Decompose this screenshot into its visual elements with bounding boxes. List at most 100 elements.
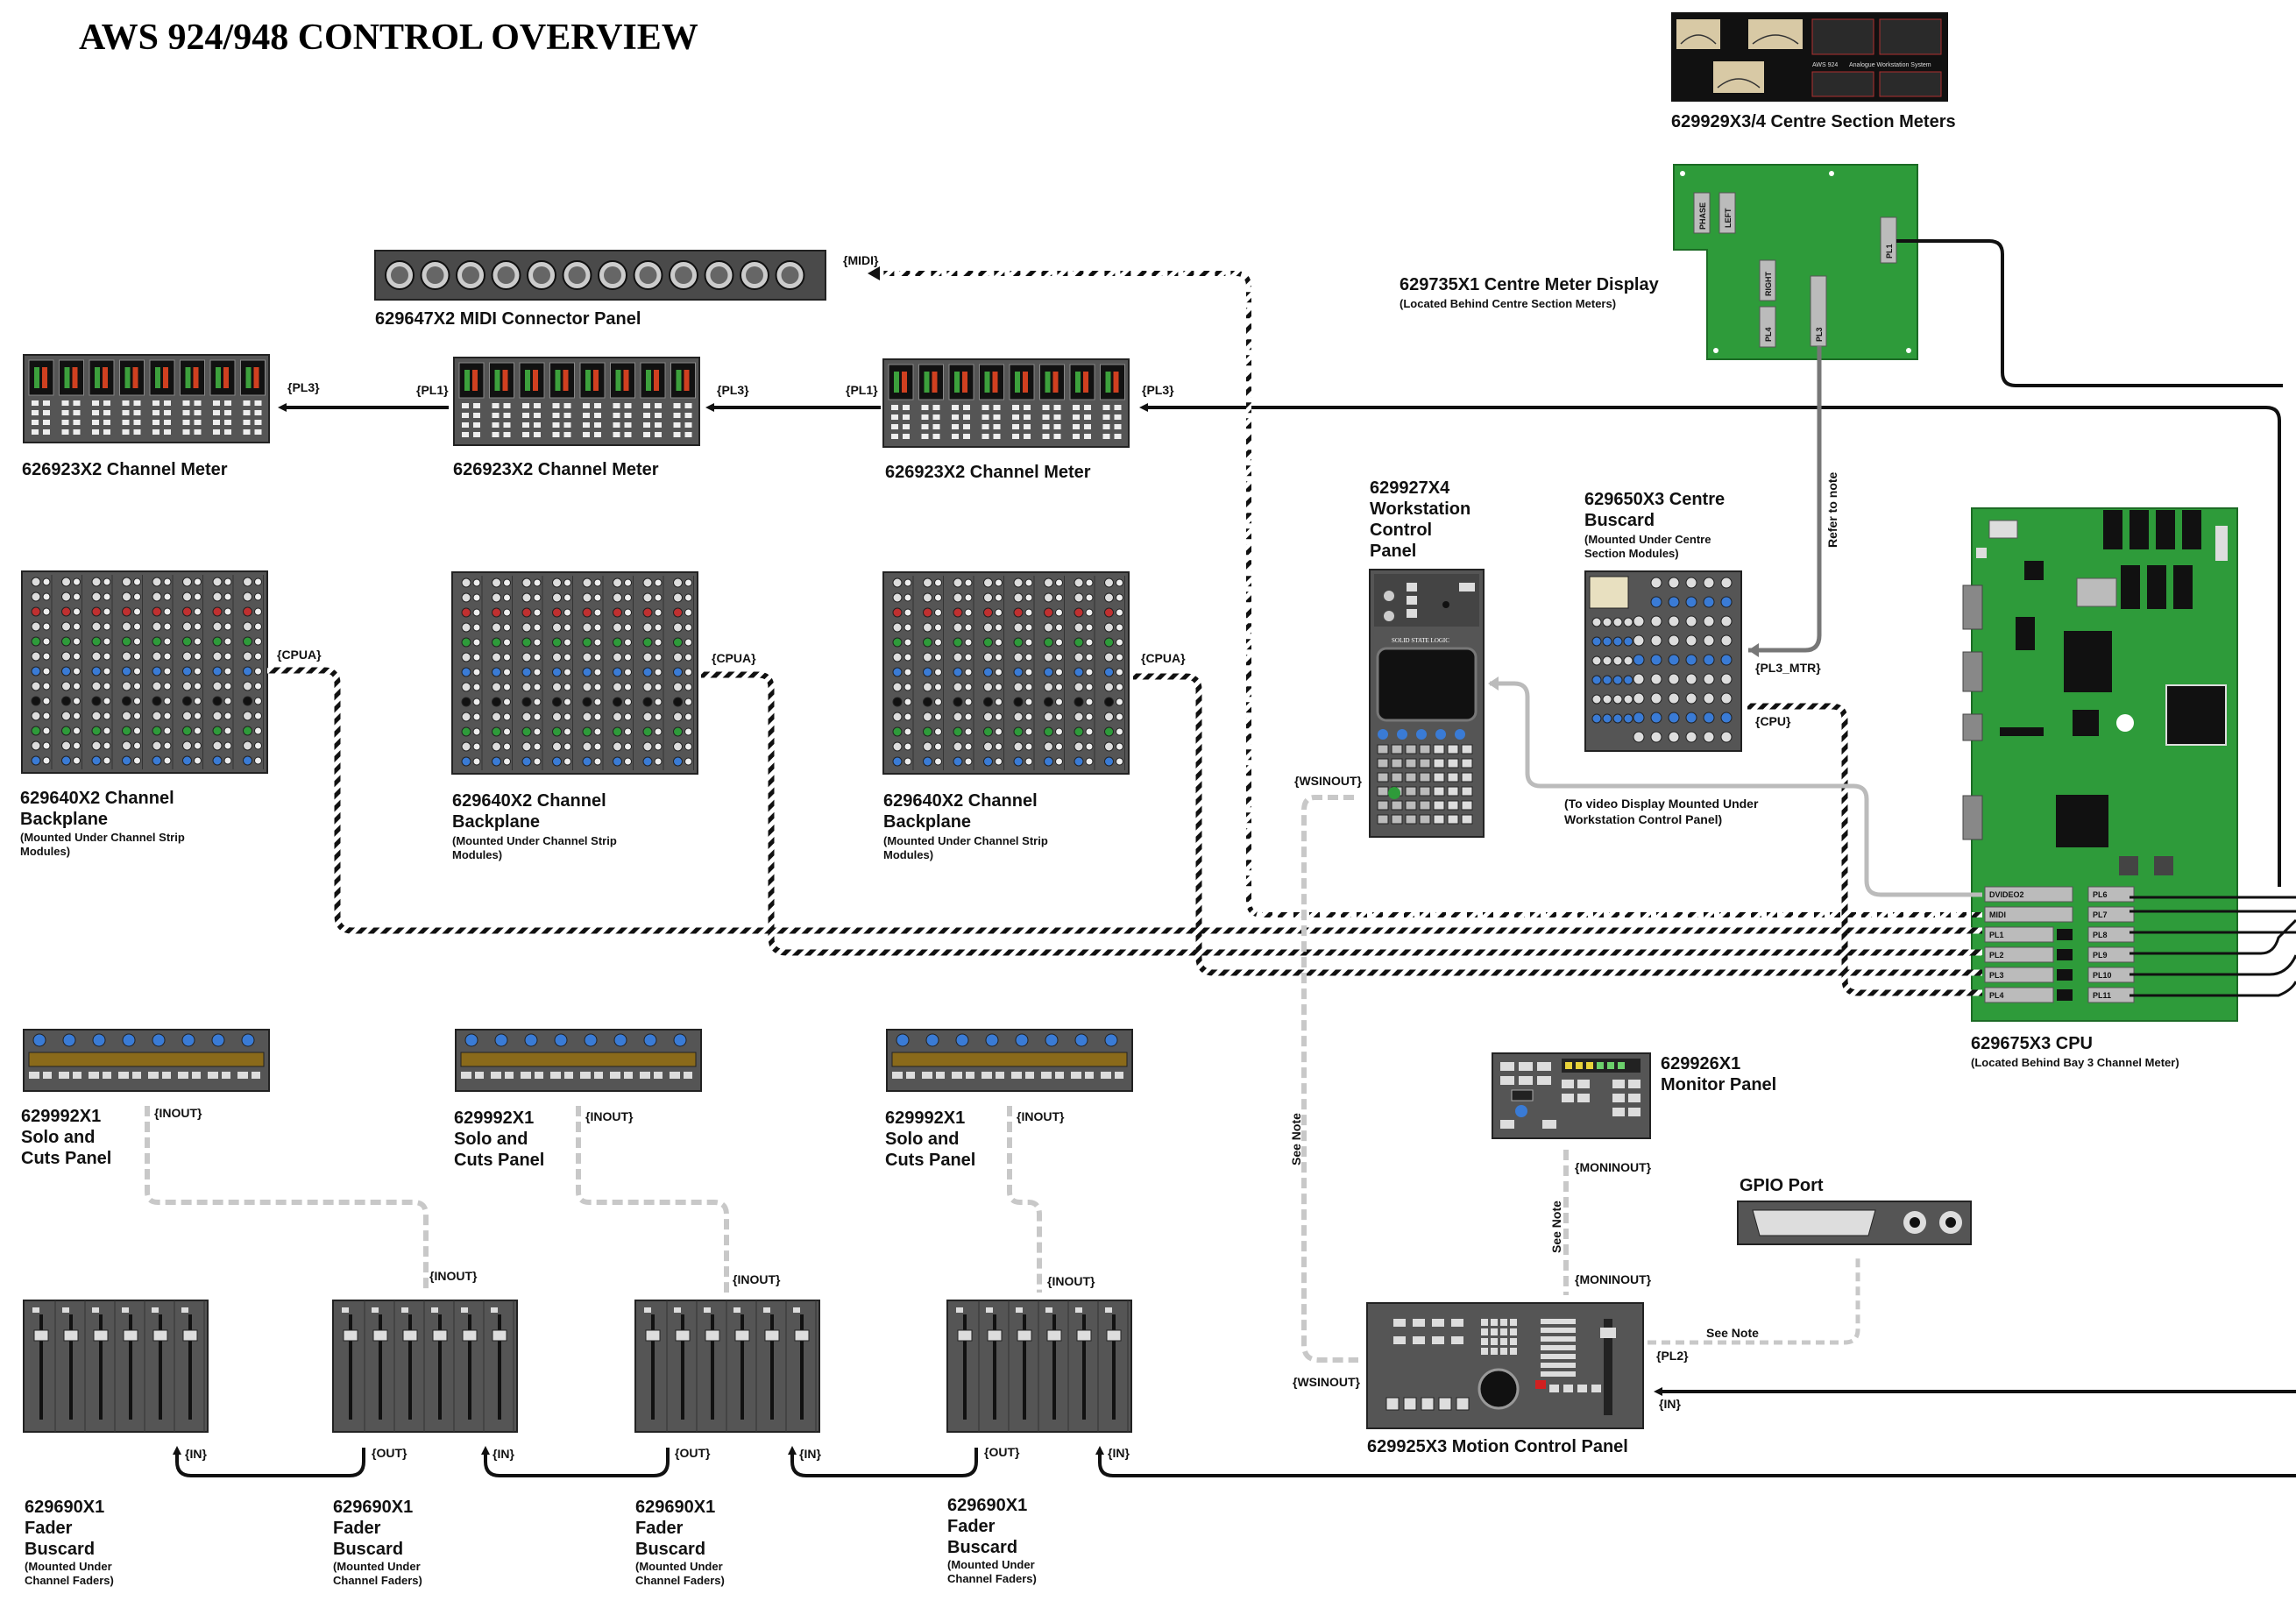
tag-pl1-1: {PL1} <box>416 383 449 397</box>
monitor-label-2: Monitor Panel <box>1661 1075 1776 1094</box>
solo-cuts-panel-1 <box>23 1029 270 1092</box>
channel-meter-label-3: 626923X2 Channel Meter <box>885 463 1091 482</box>
workstation-label-1: 629927X4 <box>1370 478 1450 498</box>
fader-buscard-2 <box>332 1300 518 1433</box>
backplane-2 <box>451 571 698 775</box>
fader-1-line1: 629690X1 <box>25 1498 104 1517</box>
note-video-2: Workstation Control Panel) <box>1564 812 1722 826</box>
channel-meter-label-1: 626923X2 Channel Meter <box>22 460 228 479</box>
midi-connector-panel <box>374 250 826 301</box>
pcb-connector-left: LEFT <box>1724 208 1733 228</box>
page-title: AWS 924/948 CONTROL OVERVIEW <box>79 18 698 58</box>
cpu-port-pl1: PL1 <box>1989 931 2004 939</box>
fader-1-note1: (Mounted Under <box>25 1560 112 1573</box>
fader-1-note2: Channel Faders) <box>25 1574 114 1587</box>
tag-inout-2: {INOUT} <box>585 1109 634 1123</box>
cpu-board: DVIDEO2MIDIPL1PL2PL3PL4PL6PL7PL8PL9PL10P… <box>1962 507 2238 1022</box>
tag-inout-3: {INOUT} <box>1017 1109 1065 1123</box>
gpio-port <box>1737 1201 1972 1245</box>
centre-buscard <box>1584 570 1742 752</box>
channel-meter-1 <box>23 354 270 443</box>
pcb-connector-pl3: PL3 <box>1815 327 1824 342</box>
centre-meters-inner-text: AWS 924 <box>1812 62 1838 68</box>
backplane-1-note1: (Mounted Under Channel Strip <box>20 831 185 844</box>
tag-moninout-2: {MONINOUT} <box>1575 1272 1652 1286</box>
tag-pl2: {PL2} <box>1656 1349 1689 1363</box>
centre-section-meters: AWS 924 Analogue Workstation System <box>1671 12 1948 102</box>
solo-cuts-panel-3 <box>886 1029 1133 1092</box>
centre-buscard-label-2: Buscard <box>1584 511 1655 530</box>
backplane-2-note1: (Mounted Under Channel Strip <box>452 834 617 847</box>
backplane-1 <box>21 570 268 774</box>
solo-cuts-panels <box>23 1029 1133 1092</box>
centre-meter-display-note: (Located Behind Centre Section Meters) <box>1400 297 1616 310</box>
tag-in-1: {IN} <box>185 1447 207 1461</box>
monitor-panel <box>1492 1052 1651 1139</box>
centre-meter-display-label: 629735X1 Centre Meter Display <box>1400 275 1660 294</box>
pcb-connector-phase: PHASE <box>1698 202 1707 230</box>
tag-pl3-1: {PL3} <box>287 380 320 394</box>
pcb-connector-right: RIGHT <box>1764 272 1773 297</box>
tag-pl1-2: {PL1} <box>846 383 878 397</box>
solo-2-line3: Cuts Panel <box>454 1151 544 1170</box>
solo-3-line2: Solo and <box>885 1130 959 1149</box>
centre-meter-display-pcb: PHASE LEFT RIGHT PL4 PL3 PL1 <box>1673 164 1918 360</box>
pcb-connector-pl1: PL1 <box>1885 244 1894 259</box>
channel-meter-3 <box>882 358 1130 448</box>
backplane-1-line2: Backplane <box>20 810 108 829</box>
backplane-3 <box>882 571 1130 775</box>
cpu-port-pl11: PL11 <box>2093 991 2111 1000</box>
tag-out-2: {OUT} <box>675 1446 711 1460</box>
workstation-brand: SOLID STATE LOGIC <box>1392 637 1449 644</box>
backplane-1-line1: 629640X2 Channel <box>20 789 174 808</box>
fader-4-note2: Channel Faders) <box>947 1572 1037 1585</box>
cpu-port-pl9: PL9 <box>2093 951 2108 960</box>
solo-1-line1: 629992X1 <box>21 1107 101 1126</box>
fader-1-line3: Buscard <box>25 1540 95 1559</box>
backplane-2-note2: Modules) <box>452 848 502 861</box>
note-see-1: See Note <box>1289 1113 1303 1165</box>
fader-3-line3: Buscard <box>635 1540 705 1559</box>
channel-meter-label-2: 626923X2 Channel Meter <box>453 460 659 479</box>
solo-3-line1: 629992X1 <box>885 1109 965 1128</box>
cpu-port-pl4: PL4 <box>1989 991 2004 1000</box>
solo-3-line3: Cuts Panel <box>885 1151 975 1170</box>
note-see-2: See Note <box>1549 1201 1563 1253</box>
tag-in-motion: {IN} <box>1659 1397 1681 1411</box>
fader-2-note1: (Mounted Under <box>333 1560 421 1573</box>
tag-midi: {MIDI} <box>843 253 879 267</box>
note-refer: Refer to note <box>1825 471 1839 548</box>
centre-buscard-note-1: (Mounted Under Centre <box>1584 533 1711 546</box>
cpu-port-pl10: PL10 <box>2093 971 2112 980</box>
workstation-label-4: Panel <box>1370 542 1416 561</box>
tag-cpua-1: {CPUA} <box>277 648 322 662</box>
tag-cpua-2: {CPUA} <box>712 651 756 665</box>
cpu-port-pl6: PL6 <box>2093 890 2108 899</box>
fader-2-note2: Channel Faders) <box>333 1574 422 1587</box>
centre-meters-inner-text-2: Analogue Workstation System <box>1849 62 1931 68</box>
channel-meters <box>23 354 1130 448</box>
solo-cuts-panel-2 <box>455 1029 702 1092</box>
cpu-label: 629675X3 CPU <box>1971 1034 2093 1053</box>
fader-2-line2: Fader <box>333 1519 381 1538</box>
fader-buscard-4 <box>946 1300 1132 1433</box>
tag-moninout-1: {MONINOUT} <box>1575 1160 1652 1174</box>
note-video-1: (To video Display Mounted Under <box>1564 797 1759 811</box>
fader-2-line1: 629690X1 <box>333 1498 413 1517</box>
cpu-port-dvideo2: DVIDEO2 <box>1989 890 2024 899</box>
tag-pl3-mtr: {PL3_MTR} <box>1755 661 1821 675</box>
backplane-3-line1: 629640X2 Channel <box>883 791 1038 811</box>
tag-cpu: {CPU} <box>1755 714 1791 728</box>
cpu-port-pl2: PL2 <box>1989 951 2004 960</box>
fader-buscard-3 <box>634 1300 820 1433</box>
solo-1-line2: Solo and <box>21 1128 95 1147</box>
fader-3-line1: 629690X1 <box>635 1498 715 1517</box>
fader-3-note1: (Mounted Under <box>635 1560 723 1573</box>
tag-inout-6: {INOUT} <box>1047 1274 1095 1288</box>
solo-1-line3: Cuts Panel <box>21 1149 111 1168</box>
tag-pl3-2: {PL3} <box>717 383 749 397</box>
tag-inout-5: {INOUT} <box>733 1272 781 1286</box>
tag-in-3: {IN} <box>799 1447 821 1461</box>
tag-in-4: {IN} <box>1108 1446 1130 1460</box>
